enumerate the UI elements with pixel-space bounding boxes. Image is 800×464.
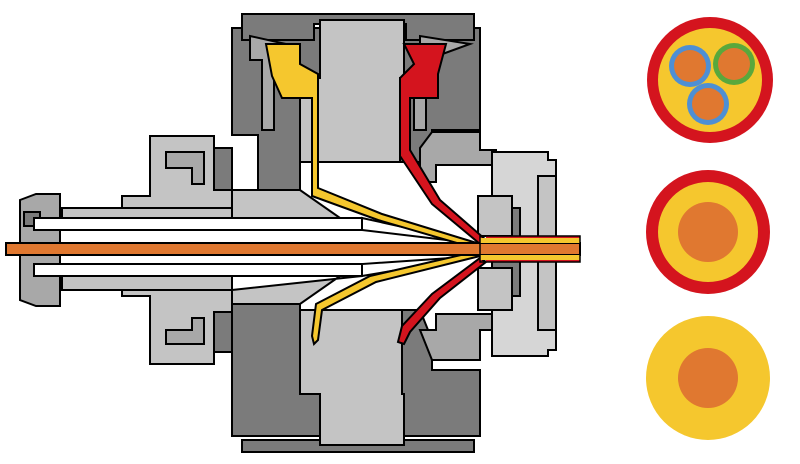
mandrel-tube-top	[33, 217, 363, 231]
coupling-detail-bottom	[165, 317, 205, 345]
conductor-wire	[5, 242, 581, 256]
yellow-channel-lower	[310, 250, 483, 346]
coupling-step-bottom	[213, 311, 233, 353]
mandrel-tube-bottom	[33, 263, 363, 277]
extruded-outline	[479, 235, 581, 263]
flow-guide-top	[231, 189, 362, 219]
die-tip-lower	[477, 267, 513, 311]
coupling-detail-top	[165, 151, 205, 185]
cable-cross-section-three-core	[647, 17, 773, 143]
flow-guide-bottom	[231, 275, 363, 305]
orange-core	[678, 348, 738, 408]
core-orange-2	[718, 48, 750, 80]
die-holder-upper	[419, 131, 497, 183]
coupling-step-top	[213, 147, 233, 191]
orange-core	[678, 202, 738, 262]
die-holder-lower	[418, 313, 497, 361]
red-channel-lower	[396, 256, 488, 346]
core-orange-1	[674, 50, 706, 82]
red-channel-upper	[399, 43, 488, 246]
extruded-coat-yellow	[480, 238, 580, 260]
central-mandrel-bottom	[299, 309, 405, 446]
core-orange-3	[692, 88, 724, 120]
cable-cross-section-two-layer	[646, 170, 770, 294]
cable-cross-section-single-layer	[646, 316, 770, 440]
die-tip	[477, 195, 513, 237]
crosshead-assembly	[19, 13, 557, 453]
mandrel-body-lower	[61, 275, 233, 291]
mandrel-body	[61, 207, 233, 219]
